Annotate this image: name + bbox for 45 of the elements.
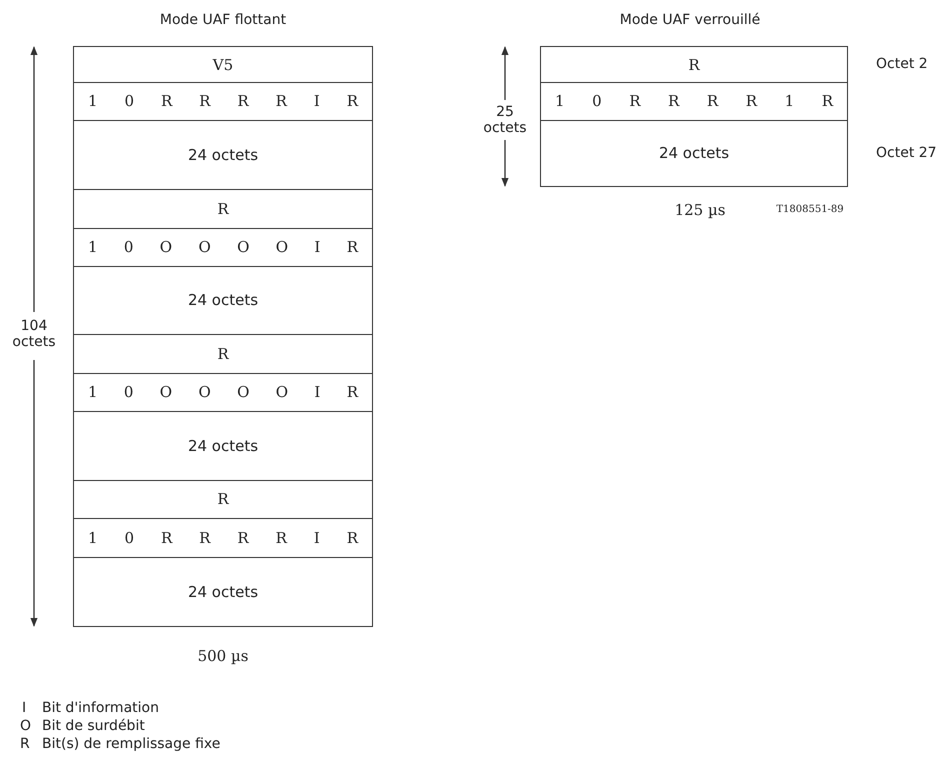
frame-row [73,410,373,481]
legend-text: Bit d'information [42,700,159,716]
frame-row [73,266,373,335]
bit-sequence: 1 0 O O O O I R [87,383,360,402]
legend-symbol: O [20,718,32,734]
frame-row [73,334,373,374]
dimension-label: 104 octets [12,318,56,350]
dimension-label: 25 octets [483,104,527,136]
frame-row [540,46,848,84]
bit-sequence: 1 0 R R R R 1 R [554,92,834,110]
payload-label: 24 octets [188,436,258,455]
payload-label: 24 octets [658,144,730,162]
byte-label: R [217,200,229,218]
octet-label: Octet 2 [876,56,928,72]
payload-label: 24 octets [188,291,258,310]
duration-label: 125 µs [674,202,726,220]
byte-label: V5 [212,56,234,74]
bit-sequence: 1 0 O O O O I R [87,238,360,256]
legend-symbol: R [20,736,30,752]
octet-label: Octet 27 [876,145,937,161]
byte-label: R [217,490,229,508]
byte-label: R [217,344,229,363]
frame-row [73,372,373,412]
frame-row [73,228,373,267]
legend-text: Bit de surdébit [42,718,145,734]
frame-row [73,556,373,627]
frame-row [73,518,373,558]
frame-row [73,188,373,229]
column-heading: Mode UAF verrouillé [620,12,760,28]
bit-sequence: 1 0 R R R R I R [87,528,360,547]
legend-symbol: I [22,700,26,716]
figure-reference: T1808551-89 [776,204,844,216]
frame-row [73,120,373,190]
frame-row [73,480,373,519]
bit-sequence: 1 0 R R R R I R [87,92,360,110]
legend-text: Bit(s) de remplissage fixe [42,736,220,752]
frame-row [73,46,373,84]
byte-label: R [688,56,700,74]
duration-label: 500 µs [198,648,248,666]
frame-row [540,82,848,121]
payload-label: 24 octets [188,582,258,601]
frame-row [540,120,848,187]
column-heading: Mode UAF flottant [160,12,286,28]
frame-row [73,82,373,121]
payload-label: 24 octets [188,146,258,164]
